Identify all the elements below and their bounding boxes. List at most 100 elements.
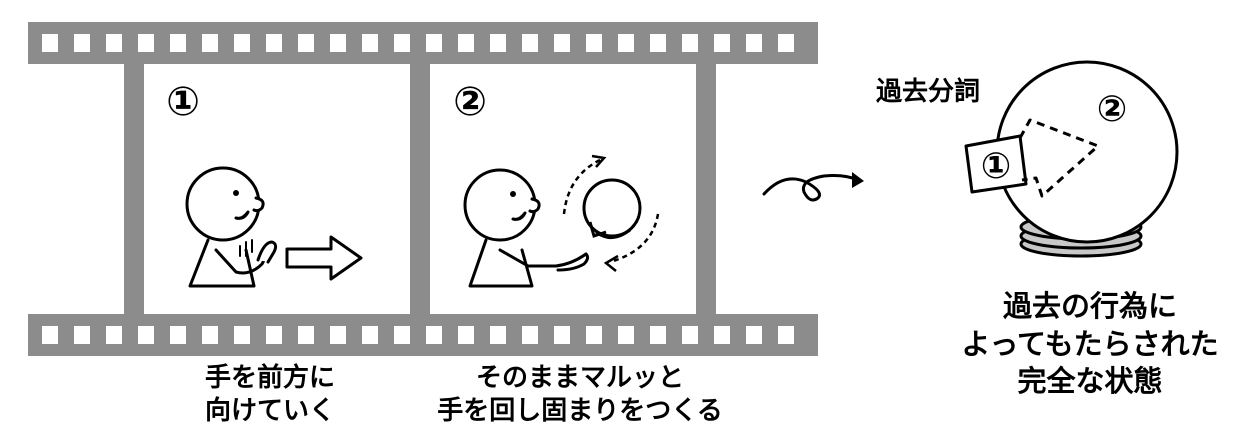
frame-1-caption-line-1: 手を前方に: [204, 363, 335, 393]
person-2-body: [468, 238, 534, 288]
person-1-eye: [233, 190, 239, 196]
sprocket-hole: [42, 34, 58, 52]
person-2-head: [463, 168, 537, 242]
sprocket-hole: [490, 34, 506, 52]
crystal-caption-line-2: よってもたらされた: [961, 326, 1219, 361]
sprocket-hole: [586, 34, 602, 52]
person-1-motion-lines: [239, 239, 253, 257]
sprocket-hole: [170, 326, 186, 344]
transition-arrow: [762, 172, 864, 202]
sprocket-hole: [714, 34, 730, 52]
sprocket-hole: [426, 34, 442, 52]
frame-1-caption-line-2: 向けていく: [204, 395, 335, 426]
rolling-arrow-lower-head: [603, 254, 619, 272]
crystal-caption-line-1: 過去の行為に: [1002, 289, 1177, 323]
sprocket-hole: [298, 34, 314, 52]
sprocket-hole: [490, 326, 506, 344]
crystal-ball: [995, 60, 1179, 244]
film-divider-right: [696, 60, 716, 318]
frame-2-caption: そのままマルッと 手を回し固まりをつくる: [420, 362, 740, 427]
crystal-number-1: ①: [981, 146, 1011, 187]
person-2-eye: [510, 191, 516, 197]
forward-arrow: [285, 235, 363, 281]
frame-1-caption: 手を前方に 向けていく: [170, 362, 370, 427]
sprocket-hole: [426, 326, 442, 344]
sprocket-hole: [330, 326, 346, 344]
sprocket-hole: [74, 34, 90, 52]
rolling-arrow-inner-head: [588, 221, 607, 238]
sprocket-holes-top: [42, 34, 794, 52]
sprocket-hole: [42, 326, 58, 344]
sprocket-hole: [618, 326, 634, 344]
sprocket-hole: [746, 34, 762, 52]
film-divider-middle: [410, 60, 430, 318]
frame-1: ①: [166, 79, 363, 288]
sprocket-hole: [266, 34, 282, 52]
sprocket-hole: [650, 34, 666, 52]
person-1-mouth: [234, 210, 250, 220]
sprocket-hole: [170, 34, 186, 52]
crystal-ball-group: 過去分詞 ① ②: [876, 60, 1179, 258]
person-1-nose: [252, 196, 265, 213]
film-strip: [28, 22, 818, 356]
sprocket-hole: [522, 34, 538, 52]
sprocket-hole: [554, 34, 570, 52]
sprocket-hole: [458, 326, 474, 344]
sprocket-hole: [138, 326, 154, 344]
sprocket-hole: [522, 326, 538, 344]
past-participle-label: 過去分詞: [876, 76, 980, 107]
crystal-number-2: ②: [1097, 89, 1127, 130]
sprocket-hole: [138, 34, 154, 52]
sprocket-hole: [298, 326, 314, 344]
sprocket-hole: [458, 34, 474, 52]
sprocket-hole: [106, 34, 122, 52]
frame-1-number: ①: [166, 79, 200, 125]
sprocket-hole: [106, 326, 122, 344]
frame-2-caption-line-1: そのままマルッと: [475, 363, 684, 393]
sprocket-hole: [394, 326, 410, 344]
sprocket-hole: [362, 326, 378, 344]
sprocket-hole: [74, 326, 90, 344]
crystal-dashed-arrow: [1018, 118, 1100, 198]
person-2-mouth: [511, 211, 527, 221]
sprocket-hole: [618, 34, 634, 52]
sprocket-hole: [394, 34, 410, 52]
frame-2-caption-line-2: 手を回し固まりをつくる: [437, 395, 723, 426]
person-2-nose: [528, 197, 541, 214]
sprocket-hole: [778, 326, 794, 344]
crystal-caption: 過去の行為に よってもたらされた 完全な状態: [950, 288, 1230, 401]
sprocket-hole: [682, 326, 698, 344]
sprocket-hole: [586, 326, 602, 344]
sprocket-hole: [746, 326, 762, 344]
sprocket-hole: [330, 34, 346, 52]
person-1-hand: [256, 240, 278, 264]
sprocket-hole: [778, 34, 794, 52]
rolling-arrow-lower: [609, 213, 660, 264]
sprocket-hole: [266, 326, 282, 344]
loop-arrow: [762, 174, 860, 202]
person-1-figure: [185, 166, 278, 288]
frame-card: [964, 134, 1028, 194]
crystal-caption-line-3: 完全な状態: [1017, 364, 1163, 399]
sprocket-hole: [234, 326, 250, 344]
person-2-hand: [554, 252, 590, 272]
person-1-arm: [214, 244, 274, 275]
sprocket-hole: [650, 326, 666, 344]
sprocket-hole: [554, 326, 570, 344]
sprocket-hole: [682, 34, 698, 52]
rolling-arrow-upper-head: [591, 154, 607, 168]
person-1-body: [188, 238, 256, 288]
sprocket-hole: [202, 326, 218, 344]
person-1-head: [185, 166, 261, 242]
frame-2-number: ②: [453, 79, 487, 125]
sprocket-hole: [362, 34, 378, 52]
sprocket-hole: [714, 326, 730, 344]
person-2-figure: [463, 168, 590, 288]
sprocket-holes-bottom: [42, 326, 794, 344]
sprocket-hole: [234, 34, 250, 52]
frame-2: ②: [453, 79, 660, 288]
loop-arrow-head: [852, 172, 864, 188]
film-divider-left: [124, 60, 144, 318]
sprocket-hole: [202, 34, 218, 52]
